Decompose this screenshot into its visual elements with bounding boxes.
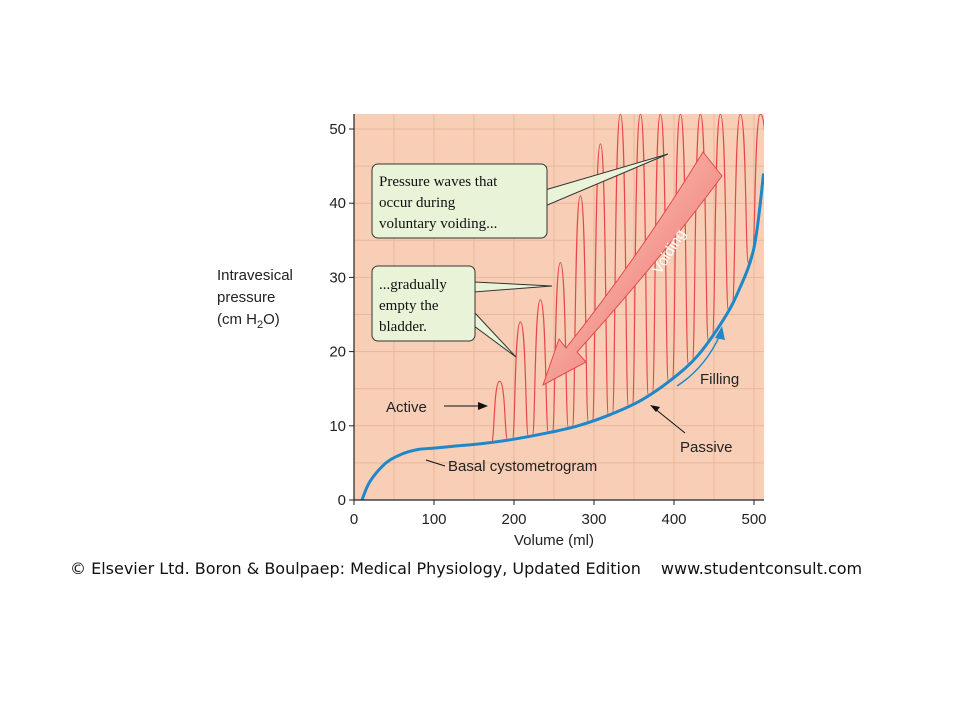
passive-pointer: [653, 407, 686, 434]
y-axis-title-subscript: 2: [257, 319, 263, 331]
callout-2-line-2: empty the: [379, 298, 439, 314]
passive-label: Passive: [680, 439, 733, 456]
basal-cystometrogram-series: [360, 173, 764, 500]
filling-arrow: [676, 334, 721, 387]
callout-2-box: [371, 265, 476, 342]
copyright-text: © Elsevier Ltd. Boron & Boulpaep: Medica…: [70, 559, 641, 578]
y-axis-title-line-3: (cm H2O): [217, 311, 280, 331]
active-label: Active: [386, 399, 427, 416]
callout-2-line-3: bladder.: [379, 319, 427, 335]
x-tick-label: 400: [661, 511, 686, 528]
y-axis-title-part-b: O): [263, 311, 280, 328]
callout-1-line-2: occur during: [379, 195, 456, 211]
basal-label: Basal cystometrogram: [448, 458, 597, 475]
y-tick-label: 50: [329, 121, 346, 138]
voiding-arrow: [542, 151, 723, 387]
x-tick-label: 500: [741, 511, 766, 528]
callout-1-line-1: Pressure waves that: [379, 174, 498, 190]
x-tick-label: 300: [581, 511, 606, 528]
active-arrowhead: [478, 402, 488, 410]
x-tick-labels: 0 100 200 300 400 500: [350, 500, 767, 528]
y-tick-label: 30: [329, 269, 346, 286]
y-tick-labels: 0 10 20 30 40 50: [329, 121, 354, 509]
x-tick-label: 0: [350, 511, 358, 528]
callout-1-box: [371, 163, 548, 239]
x-axis-title: Volume (ml): [514, 532, 594, 549]
y-tick-label: 40: [329, 195, 346, 212]
y-tick-label: 10: [329, 418, 346, 435]
x-tick-label: 100: [421, 511, 446, 528]
x-tick-label: 200: [501, 511, 526, 528]
filling-arrowhead: [715, 326, 725, 340]
footer-credit: © Elsevier Ltd. Boron & Boulpaep: Medica…: [70, 559, 920, 578]
callout-1-line-3: voluntary voiding...: [379, 216, 497, 232]
callout-2-line-1: ...gradually: [379, 277, 447, 293]
filling-label: Filling: [700, 371, 739, 388]
y-axis-title-line-1: Intravesical: [217, 267, 293, 284]
y-axis-title-part-a: (cm H: [217, 311, 257, 328]
passive-arrowhead: [650, 405, 660, 412]
y-tick-label: 20: [329, 344, 346, 361]
y-tick-label: 0: [338, 492, 346, 509]
source-url: www.studentconsult.com: [660, 559, 863, 578]
basal-pointer: [425, 459, 446, 467]
y-axis-title-line-2: pressure: [217, 289, 275, 306]
